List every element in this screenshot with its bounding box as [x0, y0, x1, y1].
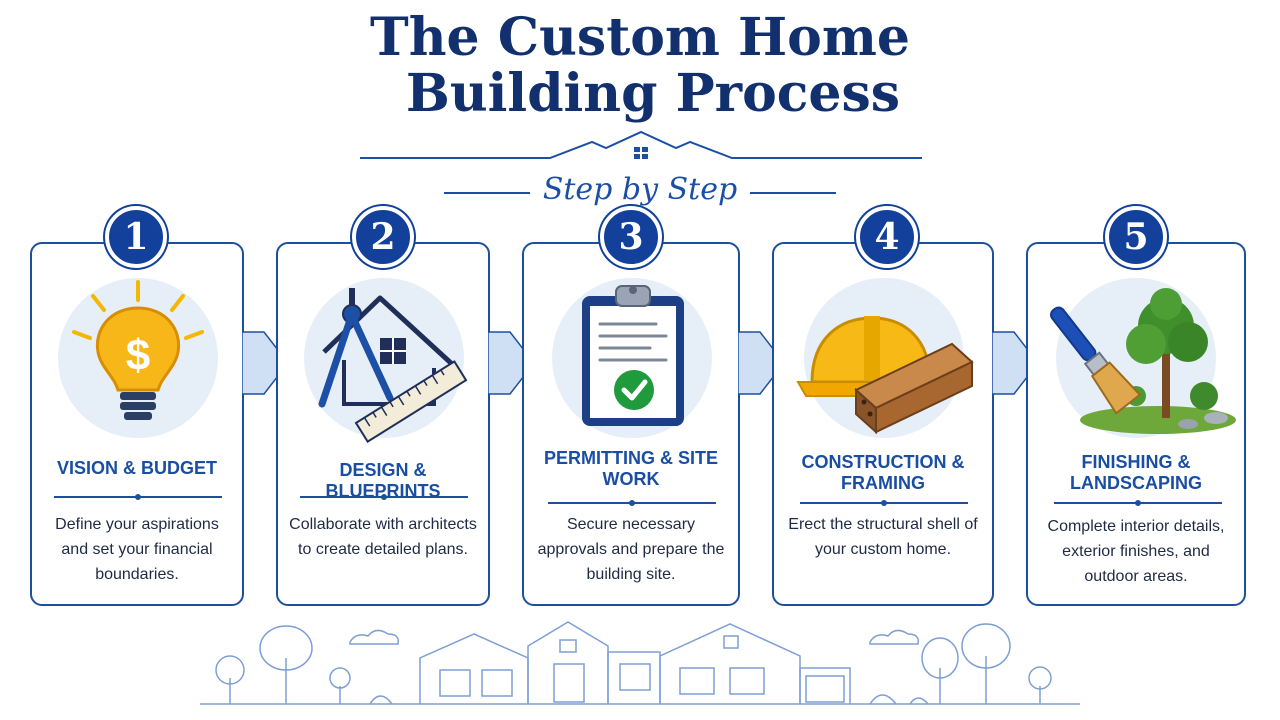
subtitle-line-right [750, 192, 836, 194]
step-badge-5: 5 [1105, 206, 1167, 268]
hardhat-lumber-icon [796, 316, 974, 435]
step-card-4: CONSTRUCTION & FRAMING Erect the structu… [772, 242, 994, 606]
subtitle-row: Step by Step [440, 168, 840, 212]
step-description: Secure necessary approvals and prepare t… [537, 516, 725, 583]
step-title: FINISHING & LANDSCAPING [1069, 452, 1202, 493]
subtitle-line-left [444, 192, 530, 194]
svg-text:$: $ [126, 331, 150, 380]
step-badge-3: 3 [600, 206, 662, 268]
divider-dot [135, 494, 141, 500]
subtitle: Step by Step [542, 172, 738, 207]
step-title: VISION & BUDGET [56, 458, 217, 478]
step-description: Define your aspirations and set your fin… [55, 516, 219, 583]
paintbrush-tree-icon [1050, 288, 1236, 434]
page-title: The Custom Home Building Process [0, 10, 1280, 122]
step-card-2: DESIGN & BLUEPRINTS Collaborate with arc… [276, 242, 490, 606]
clipboard-check-icon [582, 285, 684, 426]
step-description: Complete interior details, exterior fini… [1047, 518, 1225, 585]
step-badge-1: 1 [105, 206, 167, 268]
step-description: Erect the structural shell of your custo… [788, 516, 978, 558]
step-badge-4: 4 [856, 206, 918, 268]
divider-dot [381, 494, 387, 500]
compass-ruler-house-icon [318, 288, 468, 444]
step-title: CONSTRUCTION & FRAMING [801, 452, 965, 493]
divider-dot [629, 500, 635, 506]
house-skyline-illustration [200, 621, 1080, 705]
title-line-1: The Custom Home [370, 7, 910, 68]
step-card-5: FINISHING & LANDSCAPING Complete interio… [1026, 242, 1246, 606]
divider-dot [881, 500, 887, 506]
step-card-3: PERMITTING & SITE WORK Secure necessary … [522, 242, 740, 606]
step-card-1: $ VISION & BUDGET Define your aspiration… [30, 242, 244, 606]
step-badge-2: 2 [352, 206, 414, 268]
title-line-2: Building Process [405, 63, 901, 124]
roofline-icon [360, 130, 922, 159]
divider-dot [1135, 500, 1141, 506]
step-title: PERMITTING & SITE WORK [543, 448, 718, 489]
step-description: Collaborate with architects to create de… [289, 516, 477, 558]
lightbulb-dollar-icon: $ [72, 280, 204, 420]
